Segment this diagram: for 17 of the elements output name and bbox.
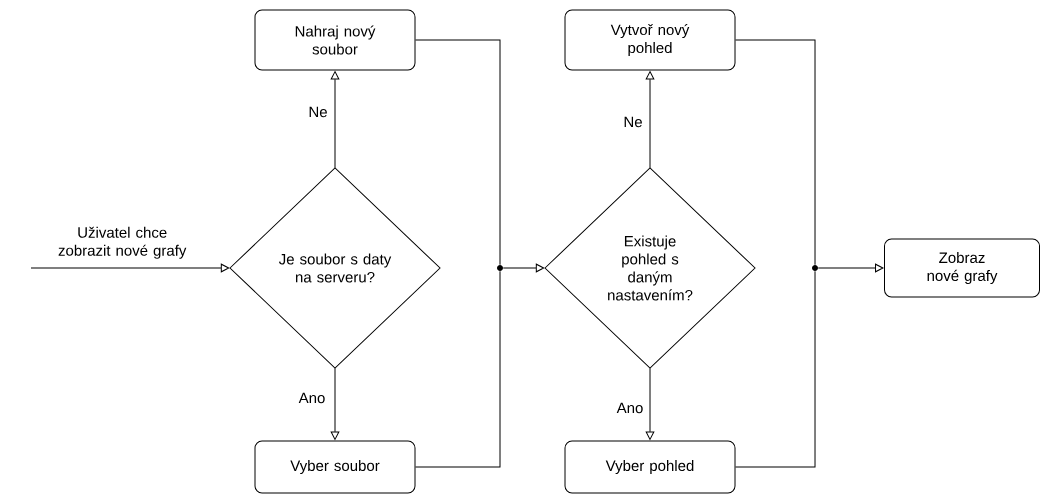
arrow bbox=[502, 263, 545, 273]
process-box: Zobraz nové grafy bbox=[884, 238, 1040, 298]
process-box: Vyber soubor bbox=[254, 440, 416, 494]
edge-label: Ano bbox=[615, 401, 645, 415]
start-text: Uživatel chce zobrazit nové grafy bbox=[58, 226, 187, 259]
edge-label: Ne bbox=[622, 115, 644, 129]
arrow bbox=[330, 367, 340, 440]
process-box: Nahraj nový soubor bbox=[254, 9, 416, 71]
arrow bbox=[645, 71, 655, 169]
edge-label: Ne bbox=[307, 105, 329, 119]
arrow bbox=[645, 367, 655, 440]
edge-label: Ano bbox=[297, 391, 327, 405]
arrow bbox=[330, 71, 340, 169]
arrow bbox=[817, 263, 884, 273]
process-box: Vyber pohled bbox=[564, 440, 736, 494]
process-box: Vytvoř nový pohled bbox=[564, 9, 736, 71]
arrow bbox=[30, 263, 230, 273]
